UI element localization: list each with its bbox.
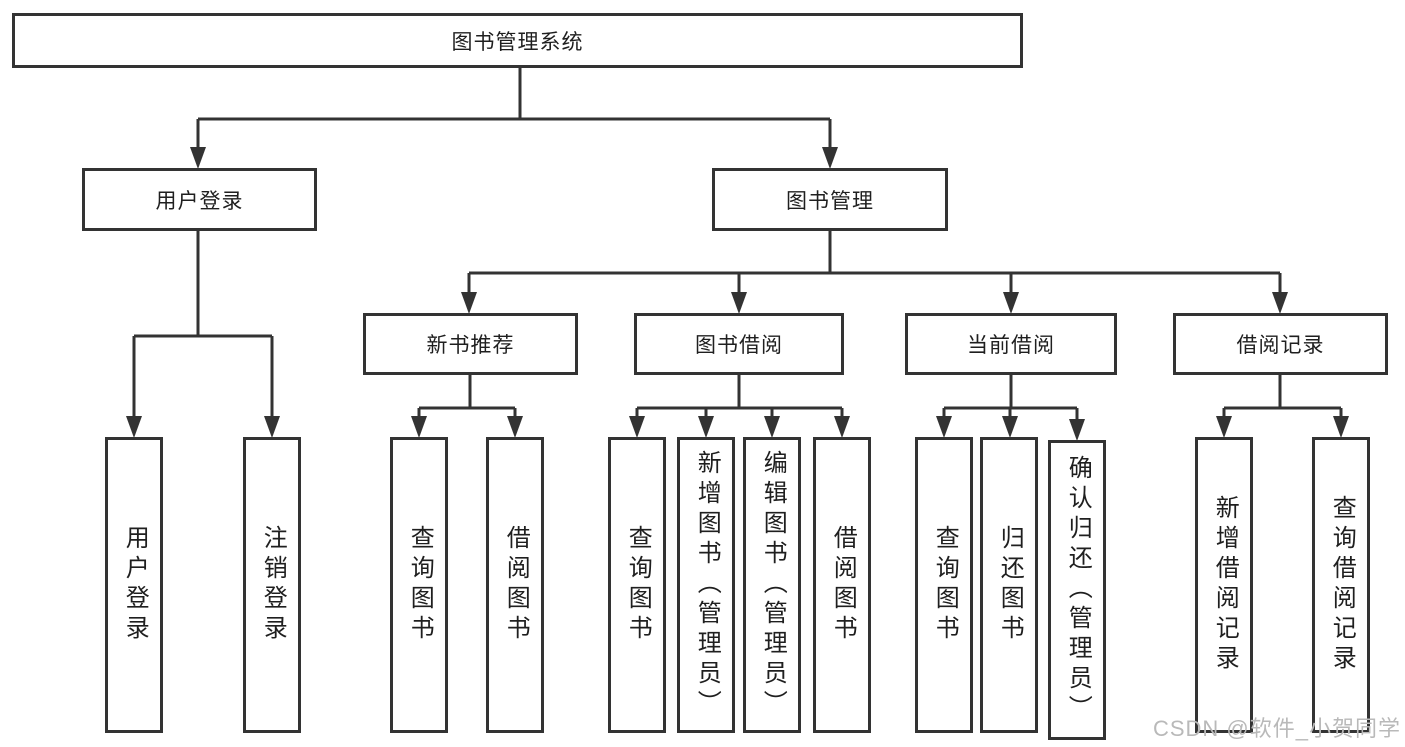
- leaf-logout: 注销登录: [243, 437, 301, 733]
- leaf-br-add-record: 新增借阅记录: [1195, 437, 1253, 733]
- node-root: 图书管理系统: [12, 13, 1023, 68]
- leaf-cb-confirm-return-admin: 确认归还（管理员）: [1048, 440, 1106, 740]
- leaf-bb-edit-books-admin: 编辑图书（管理员）: [743, 437, 801, 733]
- leaf-cb-return-books: 归还图书: [980, 437, 1038, 733]
- node-borrowing-records: 借阅记录: [1173, 313, 1388, 375]
- csdn-watermark: CSDN @软件_小贺同学: [1152, 716, 1401, 741]
- connector-arrowheads: [126, 147, 1349, 441]
- leaf-cb-query-books: 查询图书: [915, 437, 973, 733]
- node-book-management: 图书管理: [712, 168, 948, 231]
- node-book-borrowing: 图书借阅: [634, 313, 844, 375]
- leaf-bb-query-books: 查询图书: [608, 437, 666, 733]
- node-new-book-recommend: 新书推荐: [363, 313, 578, 375]
- leaf-bb-borrow-books: 借阅图书: [813, 437, 871, 733]
- leaf-nb-borrow-books: 借阅图书: [486, 437, 544, 733]
- node-user-login: 用户登录: [82, 168, 317, 231]
- leaf-nb-query-books: 查询图书: [390, 437, 448, 733]
- leaf-bb-add-books-admin: 新增图书（管理员）: [677, 437, 735, 733]
- leaf-br-query-record: 查询借阅记录: [1312, 437, 1370, 733]
- leaf-user-login: 用户登录: [105, 437, 163, 733]
- node-current-borrowing: 当前借阅: [905, 313, 1117, 375]
